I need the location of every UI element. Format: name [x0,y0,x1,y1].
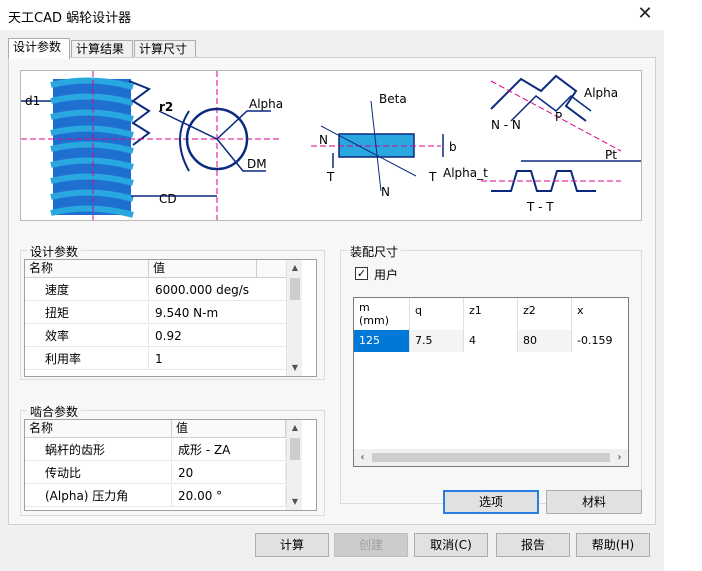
param-name: (Alpha) 压力角 [25,485,172,507]
label-d1: d1 [25,94,40,108]
help-button[interactable]: 帮助(H) [576,533,650,557]
assembly-x-value[interactable]: -0.159 [572,330,628,352]
design-params-title: 设计参数 [27,243,82,260]
table-row[interactable]: 蜗杆的齿形 成形 - ZA [25,439,302,461]
user-checkbox[interactable]: ✓ [355,267,368,280]
label-tt: T - T [526,200,554,214]
mesh-params-scrollbar[interactable]: ▲ ▼ [286,420,302,510]
assembly-hscrollbar[interactable]: ‹ › [354,449,628,466]
col-m-header: m (mm) [354,298,410,330]
label-t-left: T [326,170,335,184]
param-name: 速度 [25,279,149,301]
design-params-scrollbar[interactable]: ▲ ▼ [286,260,302,376]
label-pt: Pt [605,148,617,162]
col-name-header[interactable]: 名称 [25,420,172,438]
label-r2: r2 [159,100,173,114]
col-q-header: q [410,298,464,330]
assembly-z1-value[interactable]: 4 [464,330,518,352]
diagram-svg: d1 r2 Alpha DM CD Beta N [21,71,641,220]
table-row[interactable]: (Alpha) 压力角 20.00 ° [25,485,302,507]
col-z1-header: z1 [464,298,518,330]
mesh-params-header: 名称 值 [25,420,302,438]
param-value[interactable]: 成形 - ZA [172,439,286,461]
param-value[interactable]: 6000.000 deg/s [149,279,287,301]
scroll-thumb[interactable] [290,278,300,300]
table-row[interactable]: 传动比 20 [25,462,302,484]
label-n-bottom: N [381,185,390,199]
label-b: b [449,140,457,154]
label-nn: N - N [491,118,521,132]
label-t-right: T [428,170,437,184]
material-button[interactable]: 材料 [546,490,642,514]
scroll-left-icon[interactable]: ‹ [360,452,365,463]
tab-calc-dimensions[interactable]: 计算尺寸 [134,40,196,58]
tooth-profiles [481,74,641,192]
assembly-table: m (mm) q z1 z2 x 125 7.5 4 80 -0.159 ‹ › [353,297,629,467]
create-button[interactable]: 创建 [334,533,408,557]
param-name: 传动比 [25,462,172,484]
design-params-group: 设计参数 名称 值 速度 6000.000 deg/s 扭矩 9.540 N-m [20,243,325,380]
close-icon[interactable]: ✕ [637,3,653,24]
scroll-down-icon[interactable]: ▼ [291,497,299,506]
param-value[interactable]: 20 [172,462,286,484]
scroll-right-icon[interactable]: › [617,452,622,463]
param-name: 利用率 [25,348,149,370]
mesh-params-title: 啮合参数 [27,403,82,420]
tab-design-params[interactable]: 设计参数 [8,38,70,59]
scroll-up-icon[interactable]: ▲ [291,423,299,432]
param-value[interactable]: 0.92 [149,325,287,347]
mesh-params-grid: 名称 值 蜗杆的齿形 成形 - ZA 传动比 20 (Alpha) 压力角 20… [24,419,317,511]
label-alpha-right: Alpha [584,86,618,100]
label-p: P [555,110,562,124]
label-alpha-t: Alpha_t [443,166,488,180]
table-row[interactable]: 效率 0.92 [25,325,302,347]
col-x-header: x [572,298,628,330]
scroll-down-icon[interactable]: ▼ [291,363,299,372]
design-params-grid: 名称 值 速度 6000.000 deg/s 扭矩 9.540 N-m 效率 0… [24,259,317,377]
section-view [311,100,444,192]
worm-gear-diagram: d1 r2 Alpha DM CD Beta N [20,70,642,221]
param-value[interactable]: 1 [149,348,287,370]
table-row[interactable]: 利用率 1 [25,348,302,370]
col-value-header[interactable]: 值 [172,420,286,438]
label-cd: CD [159,192,177,206]
title-bar: 天工CAD 蜗轮设计器 ✕ [0,0,702,30]
col-name-header[interactable]: 名称 [25,260,149,278]
col-value-header[interactable]: 值 [149,260,257,278]
cancel-button[interactable]: 取消(C) [414,533,488,557]
worm-shape [50,77,152,218]
tab-calc-results[interactable]: 计算结果 [71,40,133,58]
param-name: 扭矩 [25,302,149,324]
assembly-title: 装配尺寸 [347,243,402,260]
scroll-thumb[interactable] [372,453,610,462]
col-z2-header: z2 [518,298,572,330]
label-beta: Beta [379,92,407,106]
label-n-left: N [319,133,328,147]
tab-page-design-params: d1 r2 Alpha DM CD Beta N [8,57,656,525]
assembly-q-value[interactable]: 7.5 [410,330,464,352]
assembly-z2-value[interactable]: 80 [518,330,572,352]
param-name: 蜗杆的齿形 [25,439,172,461]
table-row[interactable]: 速度 6000.000 deg/s [25,279,302,301]
user-label: 用户 [374,268,399,282]
options-button[interactable]: 选项 [443,490,539,514]
param-name: 效率 [25,325,149,347]
scroll-thumb[interactable] [290,438,300,460]
table-row[interactable]: 扭矩 9.540 N-m [25,302,302,324]
dialog-client: 设计参数 计算结果 计算尺寸 [0,30,664,571]
calculate-button[interactable]: 计算 [255,533,329,557]
param-value[interactable]: 20.00 ° [172,485,286,507]
assembly-group: 装配尺寸 ✓ 用户 m (mm) q z1 z2 x 125 7.5 4 80 … [340,243,642,504]
label-dm: DM [247,157,267,171]
assembly-m-value[interactable]: 125 [354,330,410,352]
scroll-up-icon[interactable]: ▲ [291,263,299,272]
param-value[interactable]: 9.540 N-m [149,302,287,324]
mesh-params-group: 啮合参数 名称 值 蜗杆的齿形 成形 - ZA 传动比 20 [20,403,325,516]
report-button[interactable]: 报告 [496,533,570,557]
label-alpha: Alpha [249,97,283,111]
design-params-header: 名称 值 [25,260,302,278]
window-title: 天工CAD 蜗轮设计器 [8,11,132,26]
